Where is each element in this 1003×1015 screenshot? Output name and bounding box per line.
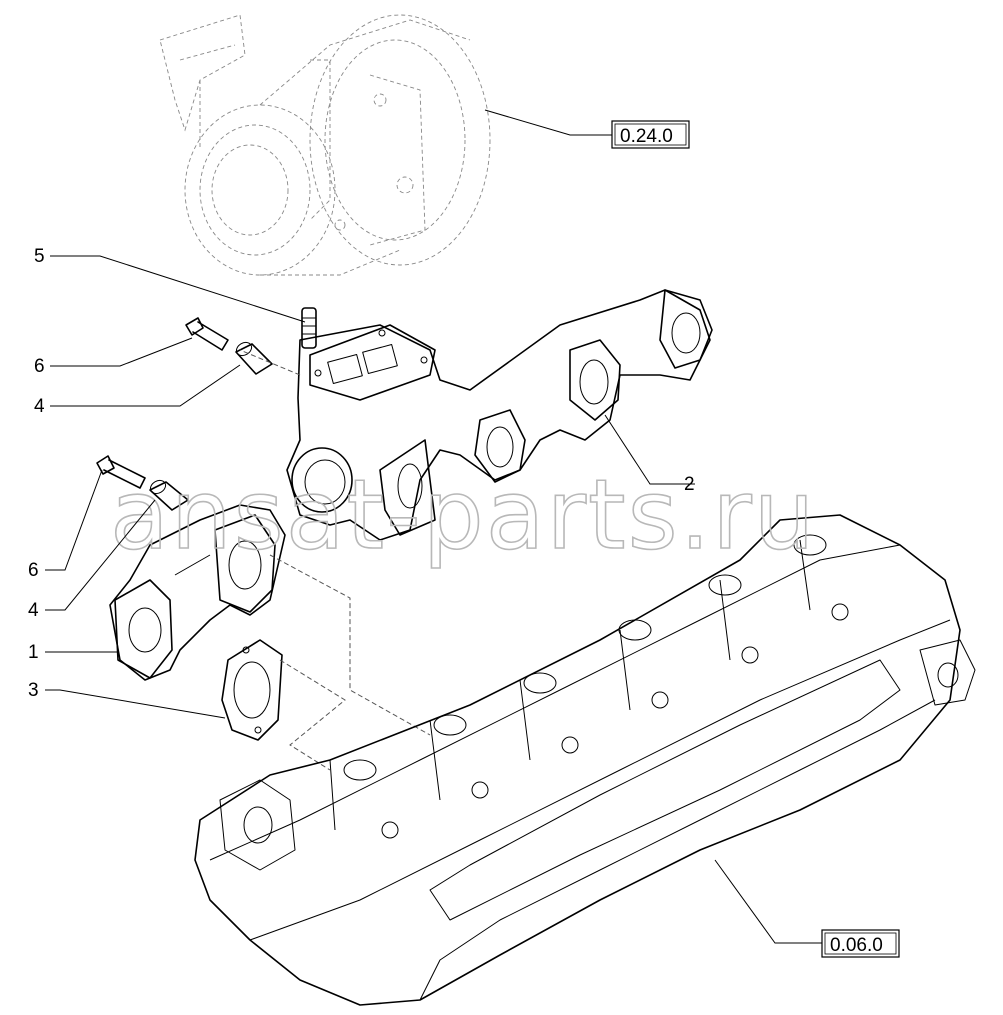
alignment-lines [239,349,431,771]
reference-label-turbocharger: 0.24.0 [620,126,673,147]
gasket [221,639,283,741]
bolt-6-lower [96,455,146,489]
cylinder-head [194,514,976,1006]
reference-box-turbocharger[interactable]: 0.24.0 [611,120,690,149]
callout-4-lower: 4 [28,600,39,621]
callout-5: 5 [34,246,45,267]
bolt-6-upper [185,317,229,351]
stud-5 [301,307,317,349]
callout-2: 2 [684,474,695,495]
cam-bearings [343,534,827,781]
exhaust-manifold-rear [286,289,713,541]
reference-label-cylinder-head: 0.06.0 [830,935,883,956]
callout-6-upper: 6 [34,356,45,377]
callout-3: 3 [28,680,39,701]
valve-seats [381,603,849,839]
turbocharger-phantom [159,14,491,276]
leader-lines [45,109,822,944]
spacer-4-lower [149,479,189,511]
callout-6-lower: 6 [28,560,39,581]
watermark-text: ansat-parts.ru [110,459,817,571]
reference-box-cylinder-head[interactable]: 0.06.0 [821,929,900,958]
spacer-4-upper [235,341,273,375]
exhaust-manifold-front [109,504,286,681]
callout-1: 1 [28,642,39,663]
callout-4-upper: 4 [34,396,45,417]
